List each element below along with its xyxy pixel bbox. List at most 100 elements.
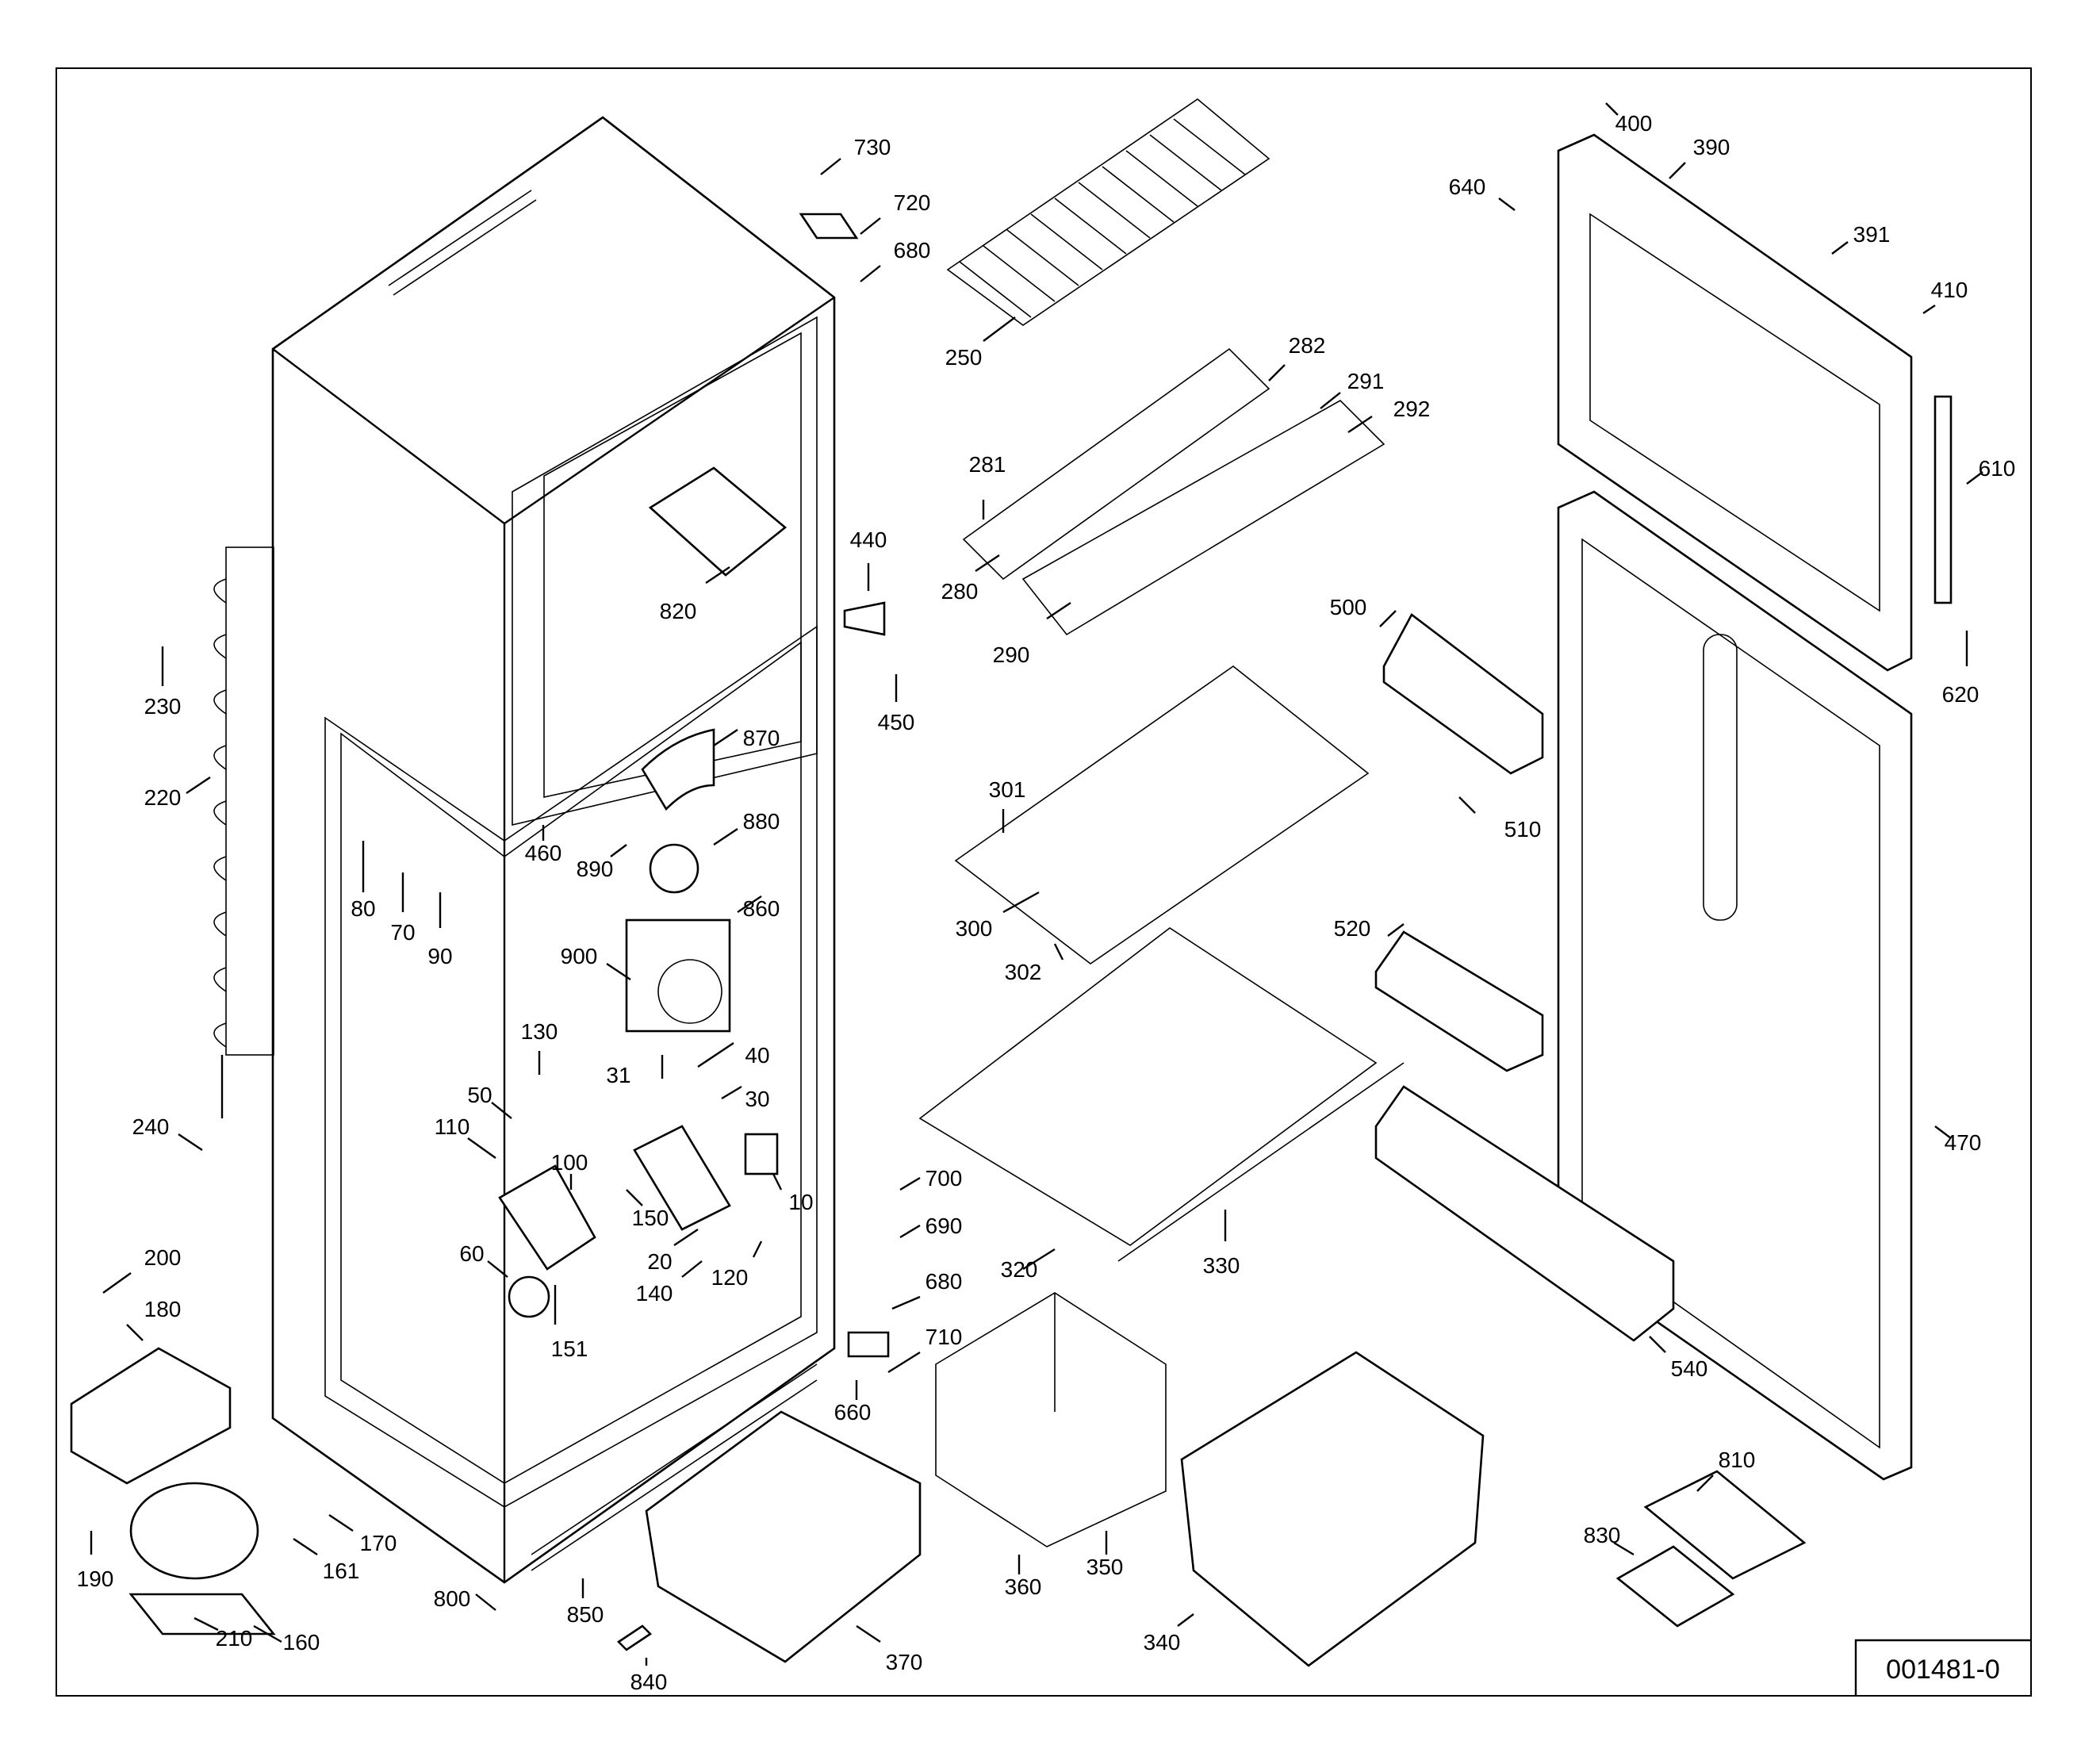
callout-31: 31 [606,1063,630,1087]
callout-301: 301 [989,777,1026,802]
callout-460: 460 [525,841,562,865]
callout-391: 391 [1853,222,1891,247]
fridge-door [1557,490,1913,1481]
callout-140: 140 [636,1281,673,1306]
callout-302: 302 [1005,960,1042,984]
callout-410: 410 [1931,278,1968,302]
drawing-code: 001481-0 [1886,1655,2000,1685]
callout-360: 360 [1005,1574,1042,1599]
callout-520: 520 [1334,916,1371,941]
callout-300: 300 [956,916,993,941]
callout-370: 370 [886,1650,923,1674]
callout-190: 190 [77,1567,114,1591]
callout-870: 870 [743,726,780,750]
door-bins [1374,613,1675,1342]
callout-340: 340 [1144,1630,1181,1655]
callout-161: 161 [323,1559,360,1583]
glass-shelf-upper [962,347,1385,636]
callout-330: 330 [1203,1253,1240,1278]
compressor [128,1482,276,1636]
wire-shelf [946,98,1270,326]
callout-610: 610 [1979,456,2016,481]
glass-shelf-middle [954,665,1370,964]
callout-620: 620 [1942,682,1979,707]
callout-180: 180 [144,1297,182,1321]
callout-10: 10 [788,1190,813,1214]
callout-390: 390 [1693,135,1730,159]
callout-800: 800 [434,1586,471,1611]
callout-50: 50 [467,1083,492,1107]
callout-160: 160 [283,1630,320,1655]
callout-leaders [90,102,1983,1666]
callout-880: 880 [743,809,780,834]
callout-240: 240 [132,1114,170,1139]
bottle-rack [935,1292,1167,1547]
callout-170: 170 [360,1531,397,1555]
callout-400: 400 [1615,111,1653,136]
callout-220: 220 [144,785,182,810]
crisper-cover [918,927,1405,1262]
callout-470: 470 [1945,1130,1982,1155]
callout-210: 210 [216,1626,253,1651]
callout-110: 110 [435,1114,470,1139]
callout-720: 720 [894,190,931,215]
callout-700: 700 [926,1166,963,1191]
callout-900: 900 [561,944,598,968]
callout-120: 120 [711,1265,749,1290]
callout-540: 540 [1671,1356,1708,1381]
callout-730: 730 [854,135,891,159]
callout-820: 820 [660,599,697,623]
callout-60: 60 [459,1241,484,1266]
callout-440: 440 [850,527,887,552]
callout-labels: 730 720 680 250 282 291 292 281 280 290 … [77,111,2016,1694]
callout-70: 70 [390,920,415,945]
callout-281: 281 [969,452,1006,477]
callout-710: 710 [926,1325,963,1349]
callout-830: 830 [1584,1523,1621,1547]
callout-230: 230 [144,694,182,719]
callout-290: 290 [993,642,1030,667]
callout-282: 282 [1289,333,1326,358]
callout-450: 450 [878,710,915,734]
diagram-frame [56,67,2032,1697]
ice-tray [1615,1470,1807,1628]
crisper-drawers [645,1351,1485,1667]
drawing-code-box: 001481-0 [1854,1639,2031,1696]
callout-100: 100 [551,1150,588,1175]
callout-130: 130 [521,1019,558,1044]
fan-assembly [625,728,731,1033]
callout-20: 20 [647,1249,672,1274]
compressor-bracket [70,1347,232,1485]
callout-510: 510 [1504,817,1542,842]
callout-680-lower: 680 [926,1269,963,1294]
callout-350: 350 [1086,1555,1124,1579]
callout-840: 840 [630,1670,668,1694]
callout-890: 890 [577,857,614,881]
callout-810: 810 [1719,1448,1756,1472]
callout-250: 250 [945,345,983,370]
callout-292: 292 [1393,397,1431,421]
callout-200: 200 [144,1245,182,1270]
callout-850: 850 [567,1602,604,1627]
callout-640: 640 [1449,174,1486,199]
callout-500: 500 [1330,595,1367,619]
callout-150: 150 [632,1206,669,1230]
callout-80: 80 [351,896,375,921]
callout-660: 660 [834,1400,872,1425]
egg-tray [648,466,788,577]
callout-860: 860 [743,896,780,921]
hinge-parts [616,213,1953,1651]
callout-680: 680 [894,238,931,263]
thermostat-light-parts [498,1125,779,1318]
callout-291: 291 [1347,369,1385,393]
freezer-door [1557,133,1913,672]
condenser-coil [213,546,274,1118]
callout-151: 151 [551,1336,588,1361]
callout-40: 40 [745,1043,769,1068]
callout-690: 690 [926,1214,963,1238]
callout-30: 30 [745,1087,769,1111]
callout-320: 320 [1001,1257,1038,1282]
callout-90: 90 [427,944,452,968]
callout-280: 280 [941,579,979,604]
